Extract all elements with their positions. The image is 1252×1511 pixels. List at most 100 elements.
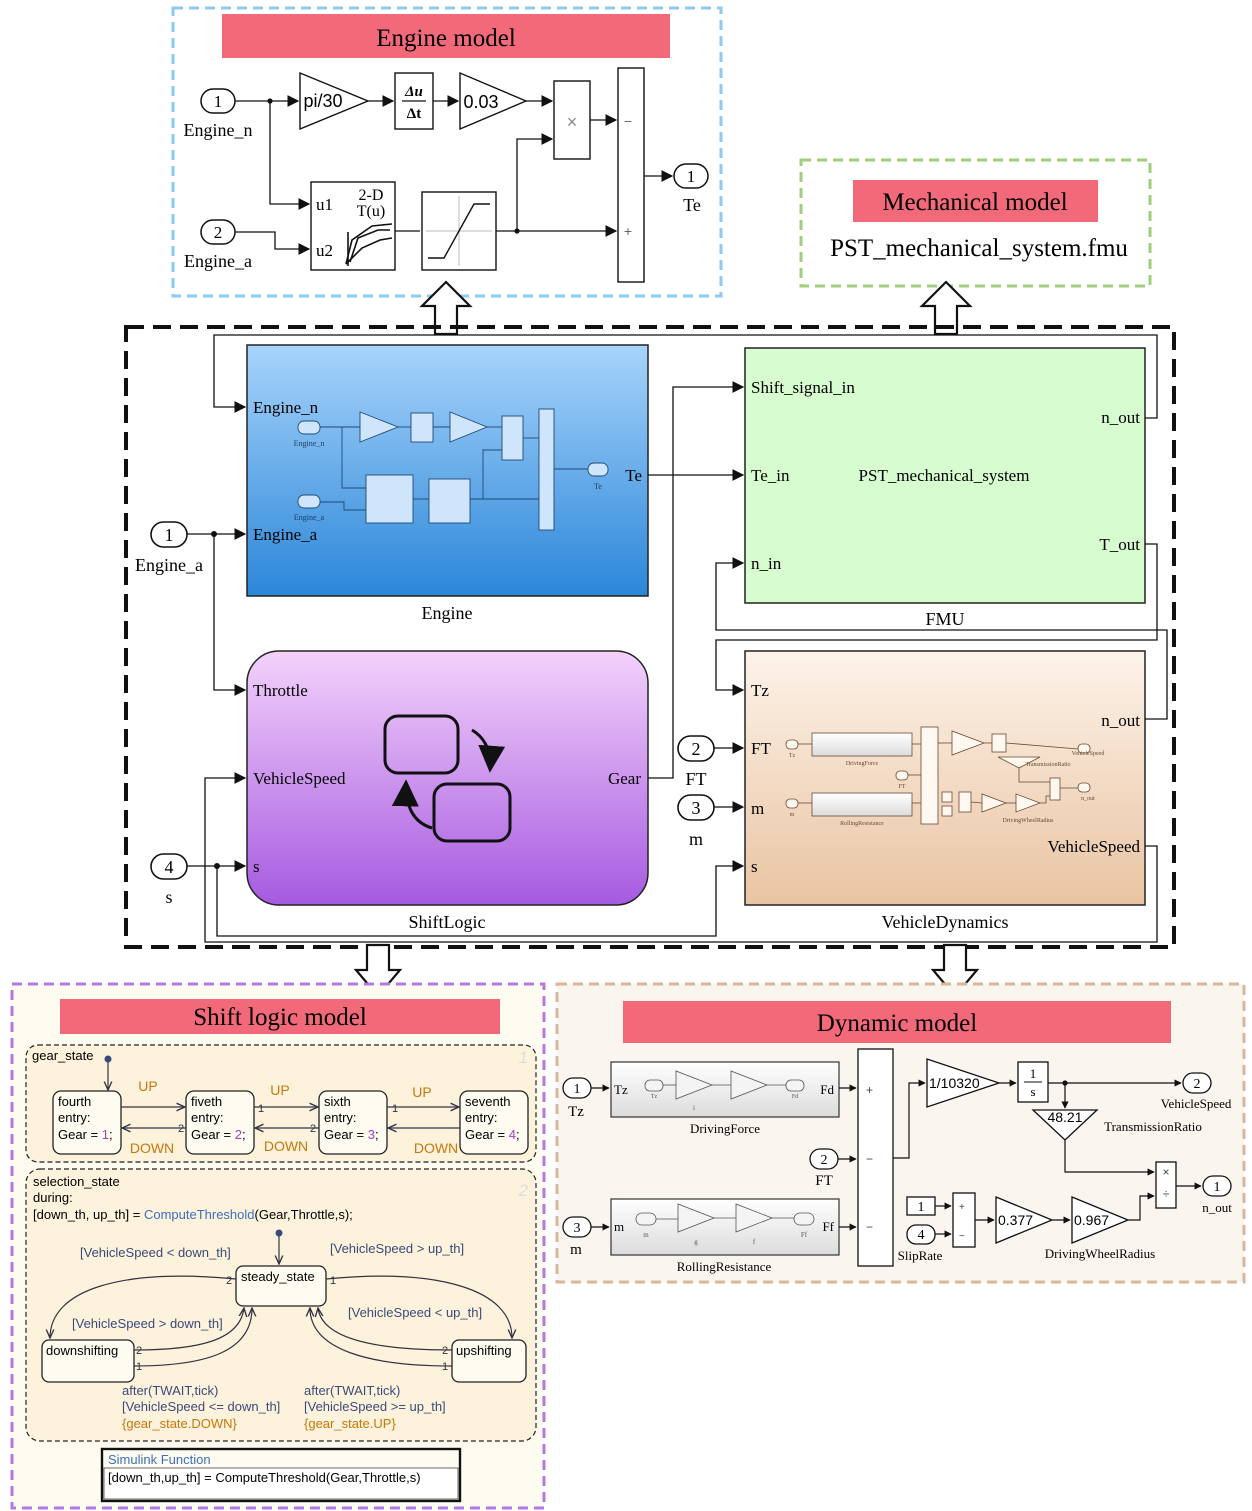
fmu-block[interactable] — [744, 347, 1146, 604]
state-steady-label: steady_state — [241, 1269, 315, 1284]
df-in-label: Tz — [614, 1082, 628, 1097]
rr-mini — [635, 1203, 815, 1233]
cond-ge-up: [VehicleSpeed >= up_th] — [304, 1399, 446, 1414]
dyn-sum-block[interactable] — [857, 1048, 894, 1267]
top-inport-ft-num: 2 — [692, 739, 701, 759]
simulink-function-title: Simulink Function — [108, 1452, 211, 1467]
state-fourth-name: fourth — [58, 1094, 91, 1109]
gain-transmission[interactable] — [1031, 1109, 1099, 1141]
transition-up-1: UP — [138, 1078, 157, 1094]
divide-block[interactable] — [1155, 1161, 1177, 1209]
dyn-outport-speed-label: VehicleSpeed — [1161, 1096, 1232, 1111]
state-fiveth-name: fiveth — [191, 1094, 222, 1109]
gain-pi30[interactable] — [299, 71, 370, 131]
dyn-outport-nout[interactable] — [1202, 1175, 1232, 1197]
drivingforce-name: DrivingForce — [690, 1121, 760, 1136]
state-fiveth[interactable] — [185, 1090, 255, 1155]
dyn-sum-minus2: − — [866, 1220, 873, 1234]
top-level-model: Engine_n Engine_a Te Engine — [124, 325, 1176, 949]
gain-0377[interactable] — [995, 1196, 1054, 1244]
gain-003-label: 0.03 — [463, 92, 498, 112]
state-fiveth-entry: entry: — [191, 1110, 224, 1125]
sum-block[interactable] — [617, 67, 645, 283]
state-seventh-name: seventh — [465, 1094, 511, 1109]
vd-mini-m: m — [790, 812, 795, 818]
top-level-border — [124, 325, 1176, 949]
const-4-value: 4 — [918, 1228, 925, 1243]
state-upshifting[interactable] — [451, 1339, 527, 1383]
vd-mini-tz: Tz — [789, 753, 796, 759]
engine-subsystem-block[interactable] — [246, 344, 649, 597]
engine-inport-1-label: Engine_n — [184, 120, 253, 140]
top-inport-ft-label: FT — [685, 769, 706, 789]
after-right: after(TWAIT,tick) — [304, 1383, 400, 1398]
shift-logic-panel: Shift logic model gear_state 1 fourth en… — [10, 982, 546, 1510]
engine-block-name: Engine — [422, 603, 473, 623]
product-block[interactable] — [553, 80, 591, 160]
dyn-outport-speed-num: 2 — [1194, 1077, 1201, 1092]
rr-mini-f: f — [753, 1238, 756, 1246]
transition-order-2a: 2 — [178, 1123, 184, 1135]
stateflow-icon — [383, 714, 512, 843]
sel-order-2b: 2 — [136, 1345, 142, 1357]
engine-inport-2-label: Engine_a — [184, 251, 252, 271]
state-sixth[interactable] — [318, 1090, 388, 1155]
transition-up-2: UP — [270, 1082, 289, 1098]
fmu-out-t: T_out — [1099, 535, 1140, 554]
vehicledynamics-block[interactable] — [744, 650, 1146, 906]
state-steady[interactable] — [235, 1265, 327, 1307]
state-seventh-entry: entry: — [465, 1110, 498, 1125]
transition-down-1: DOWN — [130, 1140, 174, 1156]
fmu-out-n: n_out — [1101, 408, 1140, 427]
wheel-radius-label: DrivingWheelRadius — [1045, 1246, 1155, 1261]
state-downshifting[interactable] — [41, 1339, 135, 1383]
transition-up-3: UP — [412, 1084, 431, 1100]
dyn-outport-nout-label: n_out — [1202, 1200, 1232, 1215]
vd-mini-ft: FT — [898, 784, 905, 790]
gain-1-10320[interactable] — [926, 1058, 1002, 1108]
top-inport-m-label: m — [689, 829, 703, 849]
top-inport-engine-a-num: 1 — [165, 525, 174, 545]
gain-0967[interactable] — [1071, 1196, 1130, 1244]
state-seventh-assign: Gear = 4; — [465, 1127, 520, 1142]
engine-block-mini — [297, 408, 609, 531]
cond-lt-down: [VehicleSpeed < down_th] — [80, 1245, 231, 1260]
state-fiveth-assign: Gear = 2; — [191, 1127, 246, 1142]
gain-0967-label: 0.967 — [1074, 1212, 1109, 1228]
rollingresistance-subsystem[interactable] — [610, 1198, 840, 1256]
engine-outport-te[interactable] — [673, 163, 709, 189]
state-upshifting-label: upshifting — [456, 1343, 512, 1358]
engine-mini-in1: Engine_n — [294, 439, 325, 448]
engine-model-title: Engine model — [376, 25, 516, 52]
state-seventh[interactable] — [459, 1090, 529, 1155]
engine-block-port-a: Engine_a — [253, 525, 318, 544]
rr-out-label: Ff — [822, 1219, 834, 1234]
drivingforce-subsystem[interactable] — [610, 1061, 840, 1118]
shift-out-gear: Gear — [608, 769, 641, 788]
gain-transmission-label: TransmissionRatio — [1104, 1119, 1202, 1134]
sliprate-label: SlipRate — [898, 1248, 943, 1263]
gain-003[interactable] — [459, 71, 528, 131]
selection-during: during: — [33, 1190, 73, 1205]
fmu-in-te: Te_in — [751, 466, 790, 485]
shift-in-s: s — [253, 857, 260, 876]
dyn-inport-ft-num: 2 — [821, 1153, 828, 1168]
vd-in-ft: FT — [751, 739, 771, 758]
df-out-label: Fd — [820, 1082, 834, 1097]
gear-state-container[interactable] — [25, 1044, 537, 1163]
top-inport-s-num: 4 — [165, 857, 174, 877]
lookup-title1: 2-D — [359, 187, 384, 204]
top-inport-s-label: s — [165, 887, 172, 907]
dyn-outport-speed[interactable] — [1182, 1072, 1212, 1094]
state-fourth[interactable] — [52, 1090, 122, 1155]
dyn-inport-tz-label: Tz — [568, 1104, 584, 1120]
act-up: {gear_state.UP} — [304, 1416, 396, 1431]
mechanical-model-title: Mechanical model — [882, 189, 1067, 216]
sel-order-2c: 2 — [442, 1345, 448, 1357]
integrator-num: 1 — [1030, 1066, 1037, 1081]
dynamic-wires — [591, 1079, 1202, 1238]
gear-states — [52, 1090, 529, 1155]
transition-order-2b: 2 — [310, 1123, 316, 1135]
vd-name: VehicleDynamics — [882, 912, 1009, 932]
